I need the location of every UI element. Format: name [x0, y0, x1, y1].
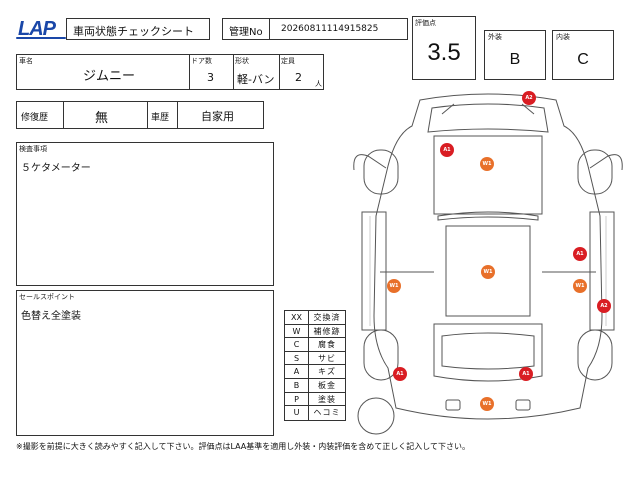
car-damage-diagram [353, 93, 623, 435]
inspection-box: 検査事項 ５ケタメーター [16, 142, 274, 286]
doors-label: ドア数 [191, 57, 212, 65]
repair-history-value: 無 [95, 111, 109, 126]
car-name-label: 車名 [19, 57, 33, 65]
sheet-title: 車両状態チェックシート [73, 25, 194, 38]
logo-text: LAP [18, 18, 56, 40]
history-row: 修復歴 無 車歴 自家用 [16, 101, 264, 129]
damage-marker-w1: W1 [480, 397, 494, 411]
exterior-value: B [509, 51, 521, 68]
damage-marker-a1: A1 [440, 143, 454, 157]
damage-marker-a2: A2 [597, 299, 611, 313]
inspection-label: 検査事項 [19, 145, 47, 153]
score-box: 評価点 3.5 [412, 16, 476, 80]
sales-point-box: セールスポイント 色替え全塗装 [16, 290, 274, 436]
body-type-label: 形状 [235, 57, 249, 65]
vehicle-info-row: 車名 ジムニー ドア数 3 形状 軽-バン 定員 2 人 [16, 54, 324, 90]
exterior-box: 外装 B [484, 30, 546, 80]
capacity-unit: 人 [315, 80, 322, 88]
interior-label: 内装 [556, 33, 570, 41]
damage-marker-a1: A1 [393, 367, 407, 381]
vehicle-usage-value: 自家用 [201, 110, 234, 123]
interior-value: C [577, 51, 589, 68]
mgmt-no-label: 管理No [229, 27, 263, 38]
sheet-title-box: 車両状態チェックシート [66, 18, 210, 40]
body-type-value: 軽-バン [237, 73, 275, 86]
damage-marker-w1: W1 [387, 279, 401, 293]
capacity-value: 2 [295, 71, 302, 84]
damage-marker-a1: A1 [519, 367, 533, 381]
mgmt-no-box: 管理No 20260811114915825 [222, 18, 408, 40]
damage-marker-w1: W1 [480, 157, 494, 171]
mgmt-no-value: 20260811114915825 [281, 24, 379, 34]
sales-point-label: セールスポイント [19, 293, 75, 301]
damage-marker-w1: W1 [481, 265, 495, 279]
score-label: 評価点 [415, 19, 436, 27]
car-name-value: ジムニー [83, 69, 136, 84]
damage-marker-w1: W1 [573, 279, 587, 293]
score-value: 3.5 [427, 39, 461, 66]
footer-note: ※撮影を前提に大きく読みやすく記入して下さい。評価点はLAA基準を適用し外装・内… [16, 442, 471, 451]
doors-value: 3 [207, 71, 214, 84]
inspection-text: ５ケタメーター [21, 163, 91, 174]
capacity-label: 定員 [281, 57, 295, 65]
vehicle-usage-label: 車歴 [151, 113, 170, 123]
repair-history-label: 修復歴 [21, 113, 49, 123]
sales-point-text: 色替え全塗装 [21, 311, 81, 322]
logo-swoosh [16, 37, 66, 39]
interior-box: 内装 C [552, 30, 614, 80]
damage-marker-a1: A1 [573, 247, 587, 261]
damage-marker-a2: A2 [522, 91, 536, 105]
exterior-label: 外装 [488, 33, 502, 41]
logo: LAP [16, 17, 70, 41]
